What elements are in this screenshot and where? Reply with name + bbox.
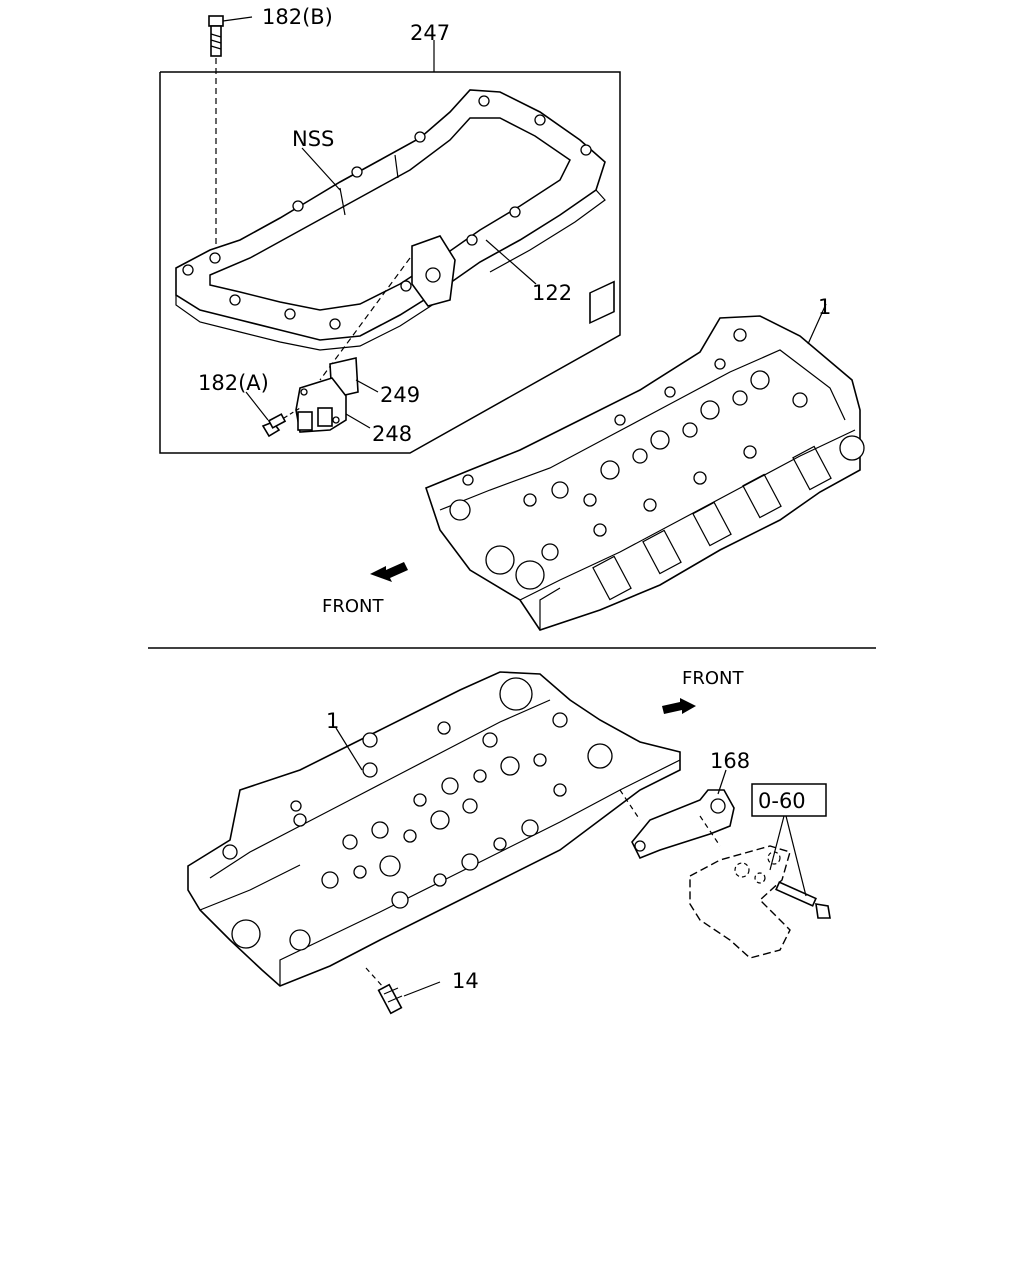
cylinder-head-bottom bbox=[187, 671, 681, 987]
sensor-assembly bbox=[261, 257, 411, 438]
label-182a: 182(A) bbox=[198, 371, 269, 395]
front-arrow-top-icon bbox=[370, 562, 408, 582]
label-249: 249 bbox=[380, 383, 420, 407]
reference-box-0-60 bbox=[751, 783, 827, 897]
stud-14 bbox=[365, 967, 441, 1015]
label-0-60: 0-60 bbox=[758, 789, 806, 813]
label-248: 248 bbox=[372, 422, 412, 446]
phantom-engine-mount bbox=[689, 845, 791, 959]
cylinder-head-top bbox=[425, 280, 865, 631]
label-182b: 182(B) bbox=[262, 5, 333, 29]
label-247: 247 bbox=[410, 21, 450, 45]
label-front-bottom: FRONT bbox=[682, 668, 744, 689]
label-168: 168 bbox=[710, 749, 750, 773]
label-front-top: FRONT bbox=[322, 596, 384, 617]
label-14: 14 bbox=[452, 969, 479, 993]
mount-bolt bbox=[775, 881, 831, 919]
bolt-182b bbox=[208, 15, 253, 250]
label-1-bottom: 1 bbox=[326, 709, 339, 733]
gasket-frame bbox=[175, 89, 606, 351]
label-nss: NSS bbox=[292, 127, 334, 151]
label-122: 122 bbox=[532, 281, 572, 305]
assembly-box bbox=[159, 71, 621, 454]
bracket-168 bbox=[619, 789, 735, 860]
front-arrow-bottom-icon bbox=[662, 698, 696, 714]
label-1-top: 1 bbox=[818, 295, 831, 319]
